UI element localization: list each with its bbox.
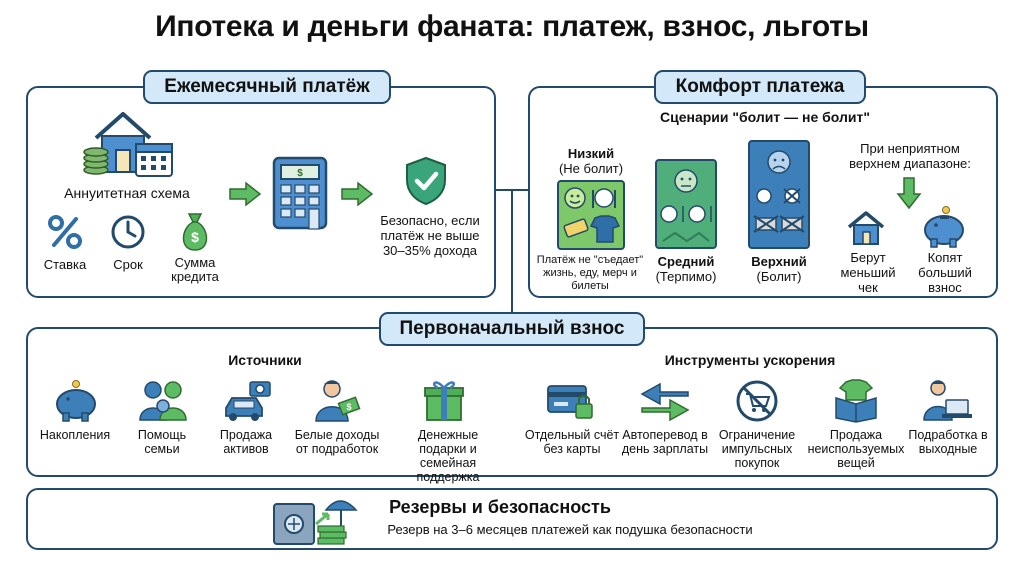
source-label: Продажа активов [219, 428, 273, 456]
locked-card-icon [547, 385, 593, 419]
low-scenario-desc: Платёж не "съедает" жизнь, еду, мерч и б… [536, 254, 644, 292]
transfer-arrows-icon [640, 382, 690, 422]
small-house-icon [847, 211, 885, 245]
laptop-worker-icon [923, 380, 972, 421]
mid-title: Средний [657, 254, 715, 269]
house-coins-calendar-icon [83, 112, 173, 177]
high-title: Верхний [751, 254, 807, 269]
monthly-payment-header: Ежемесячный платёж [143, 70, 391, 104]
family-icon [139, 381, 187, 421]
low-scenario-card [557, 180, 625, 250]
tool-label: Ограничение импульсных покупок [718, 428, 796, 470]
percent-icon [48, 215, 82, 249]
high-subtitle: (Болит) [756, 269, 802, 284]
save-bigger-deposit: Копят больший взнос [918, 250, 972, 295]
source-label: Белые доходы от подработок [294, 428, 380, 456]
car-camera-icon [225, 381, 271, 421]
upper-range-text: При неприятном верхнем диапазоне: [849, 141, 971, 171]
page-title: Ипотека и деньги фаната: платеж, взнос, … [155, 10, 869, 43]
rate-label: Ставка [43, 257, 87, 272]
box-shirt-icon [835, 379, 877, 423]
scenarios-title: Сценарии "болит — не болит" [660, 109, 870, 125]
comfort-header: Комфорт платежа [654, 70, 866, 104]
annuity-scheme-label: Аннуитетная схема [64, 185, 190, 201]
mid-scenario-card [655, 159, 717, 249]
reserve-description: Резерв на 3–6 месяцев платежей как подуш… [387, 522, 753, 537]
reserve-title: Резервы и безопасность [389, 497, 611, 517]
source-label: Помощь семьи [137, 428, 187, 456]
safe-umbrella-icon [273, 500, 358, 545]
high-scenario-title: Верхний(Болит) [735, 254, 823, 284]
svg-text:$: $ [191, 229, 199, 245]
down-payment-panel [26, 327, 998, 477]
down-payment-header: Первоначальный взнос [379, 312, 645, 346]
arrow-down-icon [896, 177, 922, 210]
source-label: Накопления [39, 428, 111, 442]
freelancer-money-icon: $ [315, 380, 361, 422]
tool-label: Отдельный счёт без карты [524, 428, 620, 456]
piggy-bank-icon [924, 206, 964, 248]
no-cart-icon [736, 380, 778, 422]
reserve-panel [26, 488, 998, 550]
low-subtitle: (Не болит) [558, 161, 624, 176]
mid-subtitle: (Терпимо) [655, 269, 717, 284]
tools-title: Инструменты ускорения [664, 352, 836, 368]
calculator-icon: $ [272, 156, 328, 230]
piggy-bank-icon [56, 380, 96, 422]
shield-check-icon [406, 156, 446, 206]
take-smaller-check: Берут меньший чек [840, 250, 896, 295]
arrow-right-icon [229, 181, 262, 207]
credit-amount-label: Сумма кредита [171, 255, 219, 284]
sources-title: Источники [228, 352, 302, 368]
svg-text:$: $ [346, 402, 351, 412]
low-title: Низкий [567, 146, 615, 161]
mid-scenario-title: Средний(Терпимо) [640, 254, 732, 284]
money-bag-icon: $ [182, 213, 208, 251]
safe-threshold-text: Безопасно, если платёж не выше 30–35% до… [380, 213, 480, 258]
clock-icon [111, 215, 145, 249]
term-label: Срок [113, 257, 143, 272]
low-scenario-title: Низкий(Не болит) [552, 146, 630, 176]
tool-label: Подработка в выходные [908, 428, 988, 456]
high-scenario-card [748, 140, 810, 249]
gift-icon [424, 381, 464, 421]
svg-text:$: $ [297, 168, 303, 179]
tool-label: Автоперевод в день зарплаты [621, 428, 709, 456]
source-label: Денежные подарки и семейная поддержка [416, 428, 480, 484]
arrow-right-icon [341, 181, 374, 207]
tool-label: Продажа неиспользуемых вещей [807, 428, 905, 470]
